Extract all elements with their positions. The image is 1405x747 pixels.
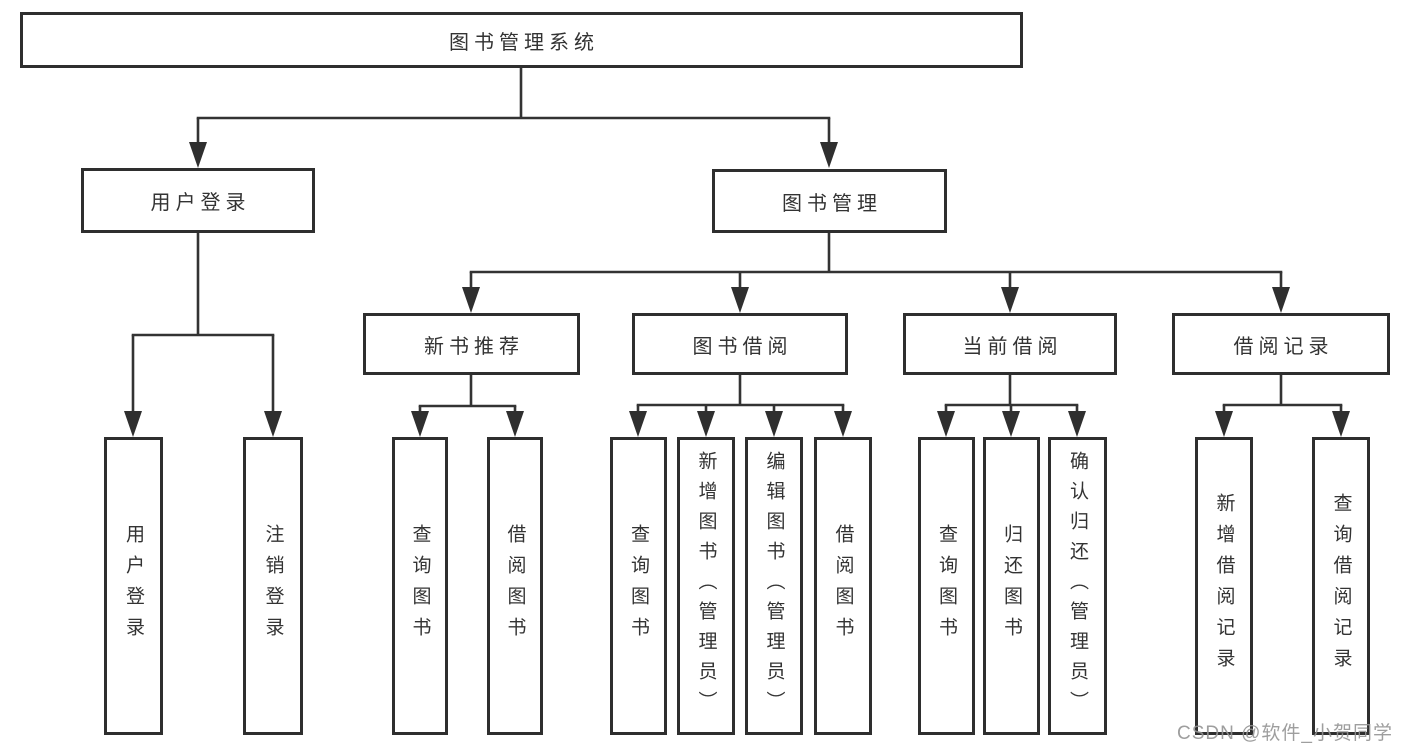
- leaf-logout: 注销登录: [243, 437, 303, 735]
- arrow-down-icon: [765, 411, 783, 437]
- leaf-confirm-return-admin: 确认归还（管理员）: [1048, 437, 1107, 735]
- arrow-down-icon: [1001, 287, 1019, 313]
- connector-root-to-level2: [189, 68, 838, 168]
- leaf-user-login: 用户登录: [104, 437, 163, 735]
- node-label: 借阅图书: [832, 524, 854, 648]
- arrow-down-icon: [1002, 411, 1020, 437]
- leaf-borrow-books-recommend: 借阅图书: [487, 437, 543, 735]
- node-label: 注销登录: [262, 524, 284, 648]
- arrow-down-icon: [411, 411, 429, 437]
- connector-current-borrow-children: [937, 375, 1086, 437]
- node-book-borrow: 图书借阅: [632, 313, 848, 375]
- node-label: 图书借阅: [692, 335, 793, 358]
- arrow-down-icon: [834, 411, 852, 437]
- node-label: 新书推荐: [424, 335, 524, 358]
- leaf-add-book-admin: 新增图书（管理员）: [677, 437, 735, 735]
- node-new-book-recommend: 新书推荐: [363, 313, 580, 375]
- node-borrow-records: 借阅记录: [1172, 313, 1390, 375]
- arrow-down-icon: [937, 411, 955, 437]
- arrow-down-icon: [462, 287, 480, 313]
- connector-book-mgmt-to-level3: [462, 233, 1290, 313]
- connector-borrow-records-children: [1215, 375, 1350, 437]
- node-label: 新增图书（管理员）: [695, 451, 717, 721]
- node-label: 用户登录: [123, 524, 144, 648]
- node-label: 图书管理: [782, 192, 882, 215]
- leaf-query-borrow-record: 查询借阅记录: [1312, 437, 1370, 735]
- node-label: 新增借阅记录: [1213, 493, 1235, 679]
- arrow-down-icon: [629, 411, 647, 437]
- arrow-down-icon: [189, 142, 207, 168]
- arrow-down-icon: [1068, 411, 1086, 437]
- arrow-down-icon: [820, 142, 838, 168]
- arrow-down-icon: [264, 411, 282, 437]
- leaf-add-borrow-record: 新增借阅记录: [1195, 437, 1253, 735]
- leaf-query-books-current: 查询图书: [918, 437, 975, 735]
- arrow-down-icon: [506, 411, 524, 437]
- node-label: 图书管理系统: [449, 31, 599, 54]
- node-label: 借阅图书: [504, 524, 526, 648]
- arrow-down-icon: [1272, 287, 1290, 313]
- leaf-borrow-books: 借阅图书: [814, 437, 872, 735]
- node-root-library-system: 图书管理系统: [20, 12, 1023, 68]
- leaf-return-book: 归还图书: [983, 437, 1040, 735]
- leaf-edit-book-admin: 编辑图书（管理员）: [745, 437, 803, 735]
- node-label: 查询借阅记录: [1330, 493, 1352, 679]
- arrow-down-icon: [697, 411, 715, 437]
- node-label: 当前借阅: [962, 335, 1063, 358]
- arrow-down-icon: [1332, 411, 1350, 437]
- node-label: 查询图书: [628, 524, 649, 648]
- connector-book-borrow-children: [629, 375, 852, 437]
- leaf-query-books-recommend: 查询图书: [392, 437, 448, 735]
- node-current-borrow: 当前借阅: [903, 313, 1117, 375]
- node-label: 编辑图书（管理员）: [763, 451, 785, 721]
- arrow-down-icon: [124, 411, 142, 437]
- node-label: 归还图书: [1001, 524, 1022, 648]
- leaf-query-books-borrow: 查询图书: [610, 437, 667, 735]
- node-label: 用户登录: [150, 192, 251, 214]
- node-user-login: 用户登录: [81, 168, 315, 233]
- arrow-down-icon: [1215, 411, 1233, 437]
- node-label: 查询图书: [936, 524, 957, 648]
- node-book-mgmt: 图书管理: [712, 169, 947, 233]
- connector-user-login-children: [124, 233, 282, 437]
- node-label: 确认归还（管理员）: [1067, 451, 1088, 721]
- connector-new-books-children: [411, 375, 524, 437]
- node-label: 借阅记录: [1233, 335, 1334, 358]
- node-label: 查询图书: [409, 524, 431, 648]
- arrow-down-icon: [731, 287, 749, 313]
- csdn-watermark: CSDN @软件_小贺同学: [1177, 723, 1393, 744]
